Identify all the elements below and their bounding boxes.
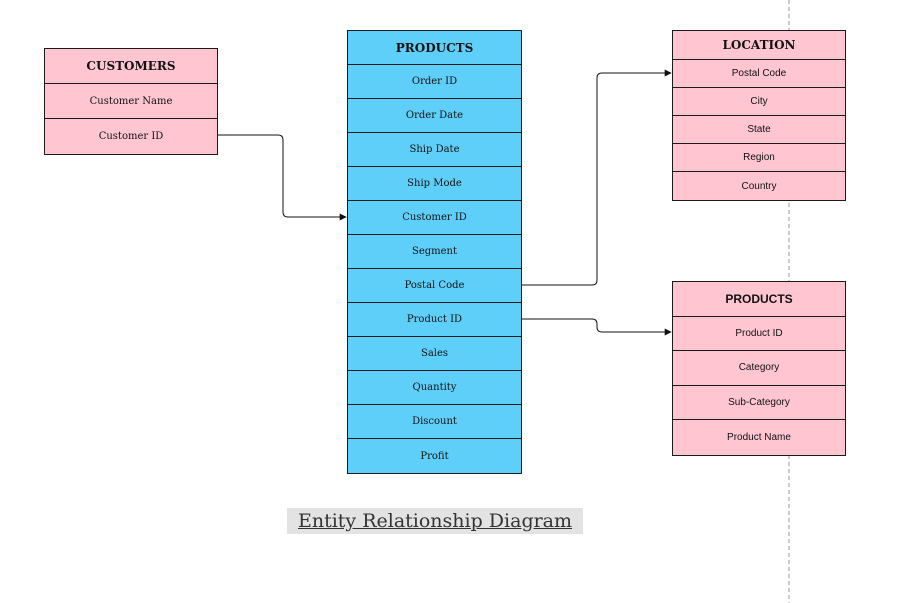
entity-field: Order ID <box>348 65 521 99</box>
entity-title: PRODUCTS <box>348 31 521 65</box>
entity-title: CUSTOMERS <box>45 49 217 84</box>
entity-field: Postal Code <box>673 60 845 88</box>
entity-field: Country <box>741 180 777 192</box>
connector-postal-code[interactable] <box>522 69 672 286</box>
connector-customer-id[interactable] <box>218 134 347 221</box>
diagram-caption[interactable]: Entity Relationship Diagram <box>287 508 583 534</box>
entity-title: PRODUCTS <box>673 282 845 317</box>
entity-field: Product ID <box>673 317 845 351</box>
products-orders-entity[interactable]: PRODUCTS Order ID Order Date Ship Date S… <box>347 30 522 474</box>
entity-field: Quantity <box>348 371 521 405</box>
entity-field: Region <box>673 144 845 172</box>
entity-field: Ship Date <box>348 133 521 167</box>
entity-field: Customer ID <box>348 201 521 235</box>
entity-field: Postal Code <box>348 269 521 303</box>
entity-field: Category <box>673 351 845 386</box>
entity-field: Customer Name <box>45 84 217 119</box>
customers-entity[interactable]: CUSTOMERS Customer Name Customer ID <box>44 48 218 155</box>
entity-field: Profit <box>420 450 449 462</box>
entity-title: LOCATION <box>673 31 845 60</box>
connector-product-id[interactable] <box>522 318 672 336</box>
products-category-entity[interactable]: PRODUCTS Product ID Category Sub-Categor… <box>672 281 846 456</box>
entity-field: Ship Mode <box>348 167 521 201</box>
entity-field: Segment <box>348 235 521 269</box>
entity-field: Sales <box>348 337 521 371</box>
entity-field: Customer ID <box>98 131 164 142</box>
entity-field: Product ID <box>348 303 521 337</box>
entity-field: Product Name <box>727 431 791 443</box>
entity-field: Discount <box>348 405 521 439</box>
entity-field: State <box>673 116 845 144</box>
entity-field: Sub-Category <box>673 386 845 420</box>
entity-field: City <box>673 88 845 116</box>
location-entity[interactable]: LOCATION Postal Code City State Region C… <box>672 30 846 201</box>
entity-field: Order Date <box>348 99 521 133</box>
